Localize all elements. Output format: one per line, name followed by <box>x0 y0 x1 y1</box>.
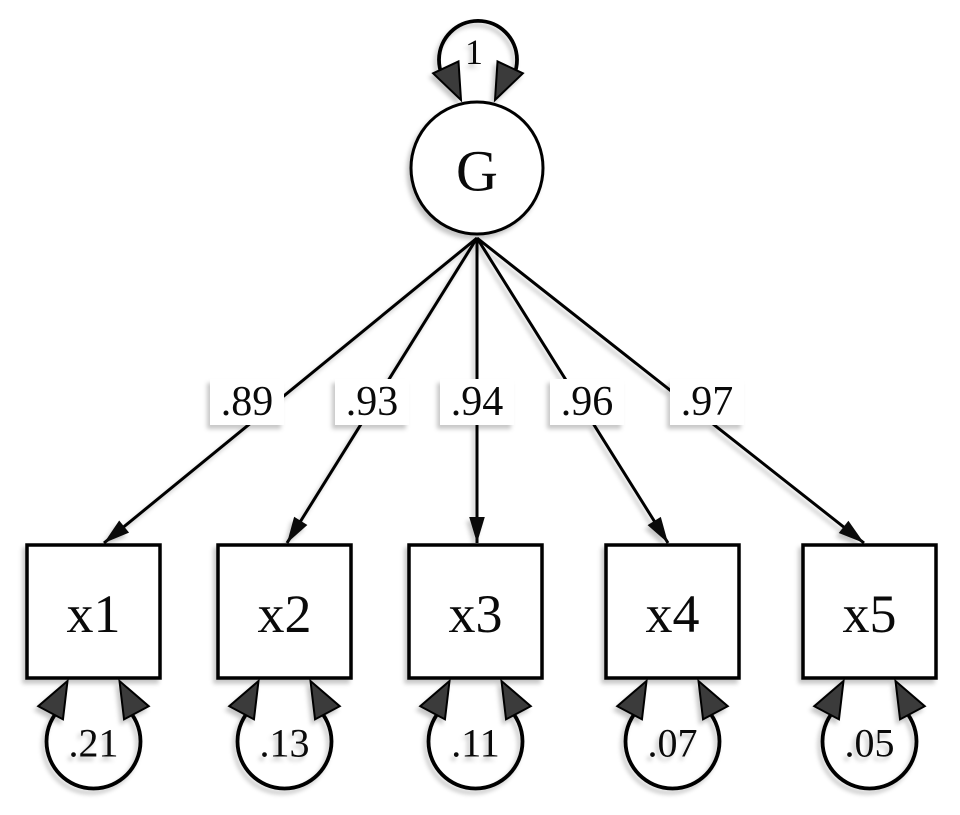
error-arrowhead-right <box>697 678 730 721</box>
indicator-x4: x4 .07 <box>604 543 741 791</box>
error-arrowhead-left <box>615 678 648 721</box>
loading-path-g-x1 <box>103 236 478 545</box>
latent-variance-arrowhead-right <box>493 59 525 103</box>
error-arc <box>44 706 143 791</box>
latent-variance-arc <box>437 18 519 89</box>
error-arrowhead-right <box>309 678 342 721</box>
loading-label-x5: .97 <box>681 379 734 425</box>
error-variance-label: .05 <box>845 721 895 766</box>
error-variance-label: .13 <box>260 721 310 766</box>
error-arc <box>426 706 525 791</box>
indicator-x1: x1 .21 <box>25 543 162 791</box>
error-arrowhead-right <box>894 678 927 721</box>
indicator-box <box>216 543 353 680</box>
latent-node: G <box>409 100 545 236</box>
loading-label-x3: .94 <box>451 379 504 425</box>
loading-label-x2: .93 <box>346 379 399 425</box>
indicator-label: x2 <box>258 584 312 644</box>
indicator-x3: x3 .11 <box>407 543 544 791</box>
error-variance-label: .21 <box>69 721 119 766</box>
indicator-box <box>801 543 938 680</box>
label-gap <box>210 379 284 425</box>
error-arrowhead-left <box>812 678 845 721</box>
label-gap <box>550 379 624 425</box>
indicator-box <box>604 543 741 680</box>
error-arrowhead-left <box>418 678 451 721</box>
latent-variance-loop: 1 <box>431 18 525 103</box>
error-arc <box>235 706 334 791</box>
indicator-x5: x5 .05 <box>801 543 938 791</box>
error-arc <box>820 706 919 791</box>
indicator-x2: x2 .13 <box>216 543 353 791</box>
indicator-label: x4 <box>646 584 700 644</box>
indicator-label: x5 <box>843 584 897 644</box>
label-gap <box>335 379 409 425</box>
loading-labels: .89 .93 .94 .96 .97 <box>221 379 734 425</box>
error-variance-label: .07 <box>648 721 698 766</box>
label-gap <box>440 379 514 425</box>
loading-label-x1: .89 <box>221 379 274 425</box>
error-arc <box>623 706 722 791</box>
indicator-box <box>407 543 544 680</box>
latent-variance-label: 1 <box>465 32 483 72</box>
latent-variance-arrowhead-left <box>431 59 463 103</box>
indicator-box <box>25 543 162 680</box>
error-arrowhead-left <box>36 678 69 721</box>
latent-circle <box>409 100 545 236</box>
label-gap <box>670 379 744 425</box>
loading-label-gaps <box>210 379 744 425</box>
error-arrowhead-right <box>118 678 151 721</box>
loading-label-x4: .96 <box>561 379 614 425</box>
indicator-label: x1 <box>67 584 121 644</box>
error-arrowhead-right <box>500 678 533 721</box>
error-arrowhead-left <box>227 678 260 721</box>
latent-label: G <box>456 139 498 204</box>
indicator-label: x3 <box>449 584 503 644</box>
error-variance-label: .11 <box>451 721 500 766</box>
